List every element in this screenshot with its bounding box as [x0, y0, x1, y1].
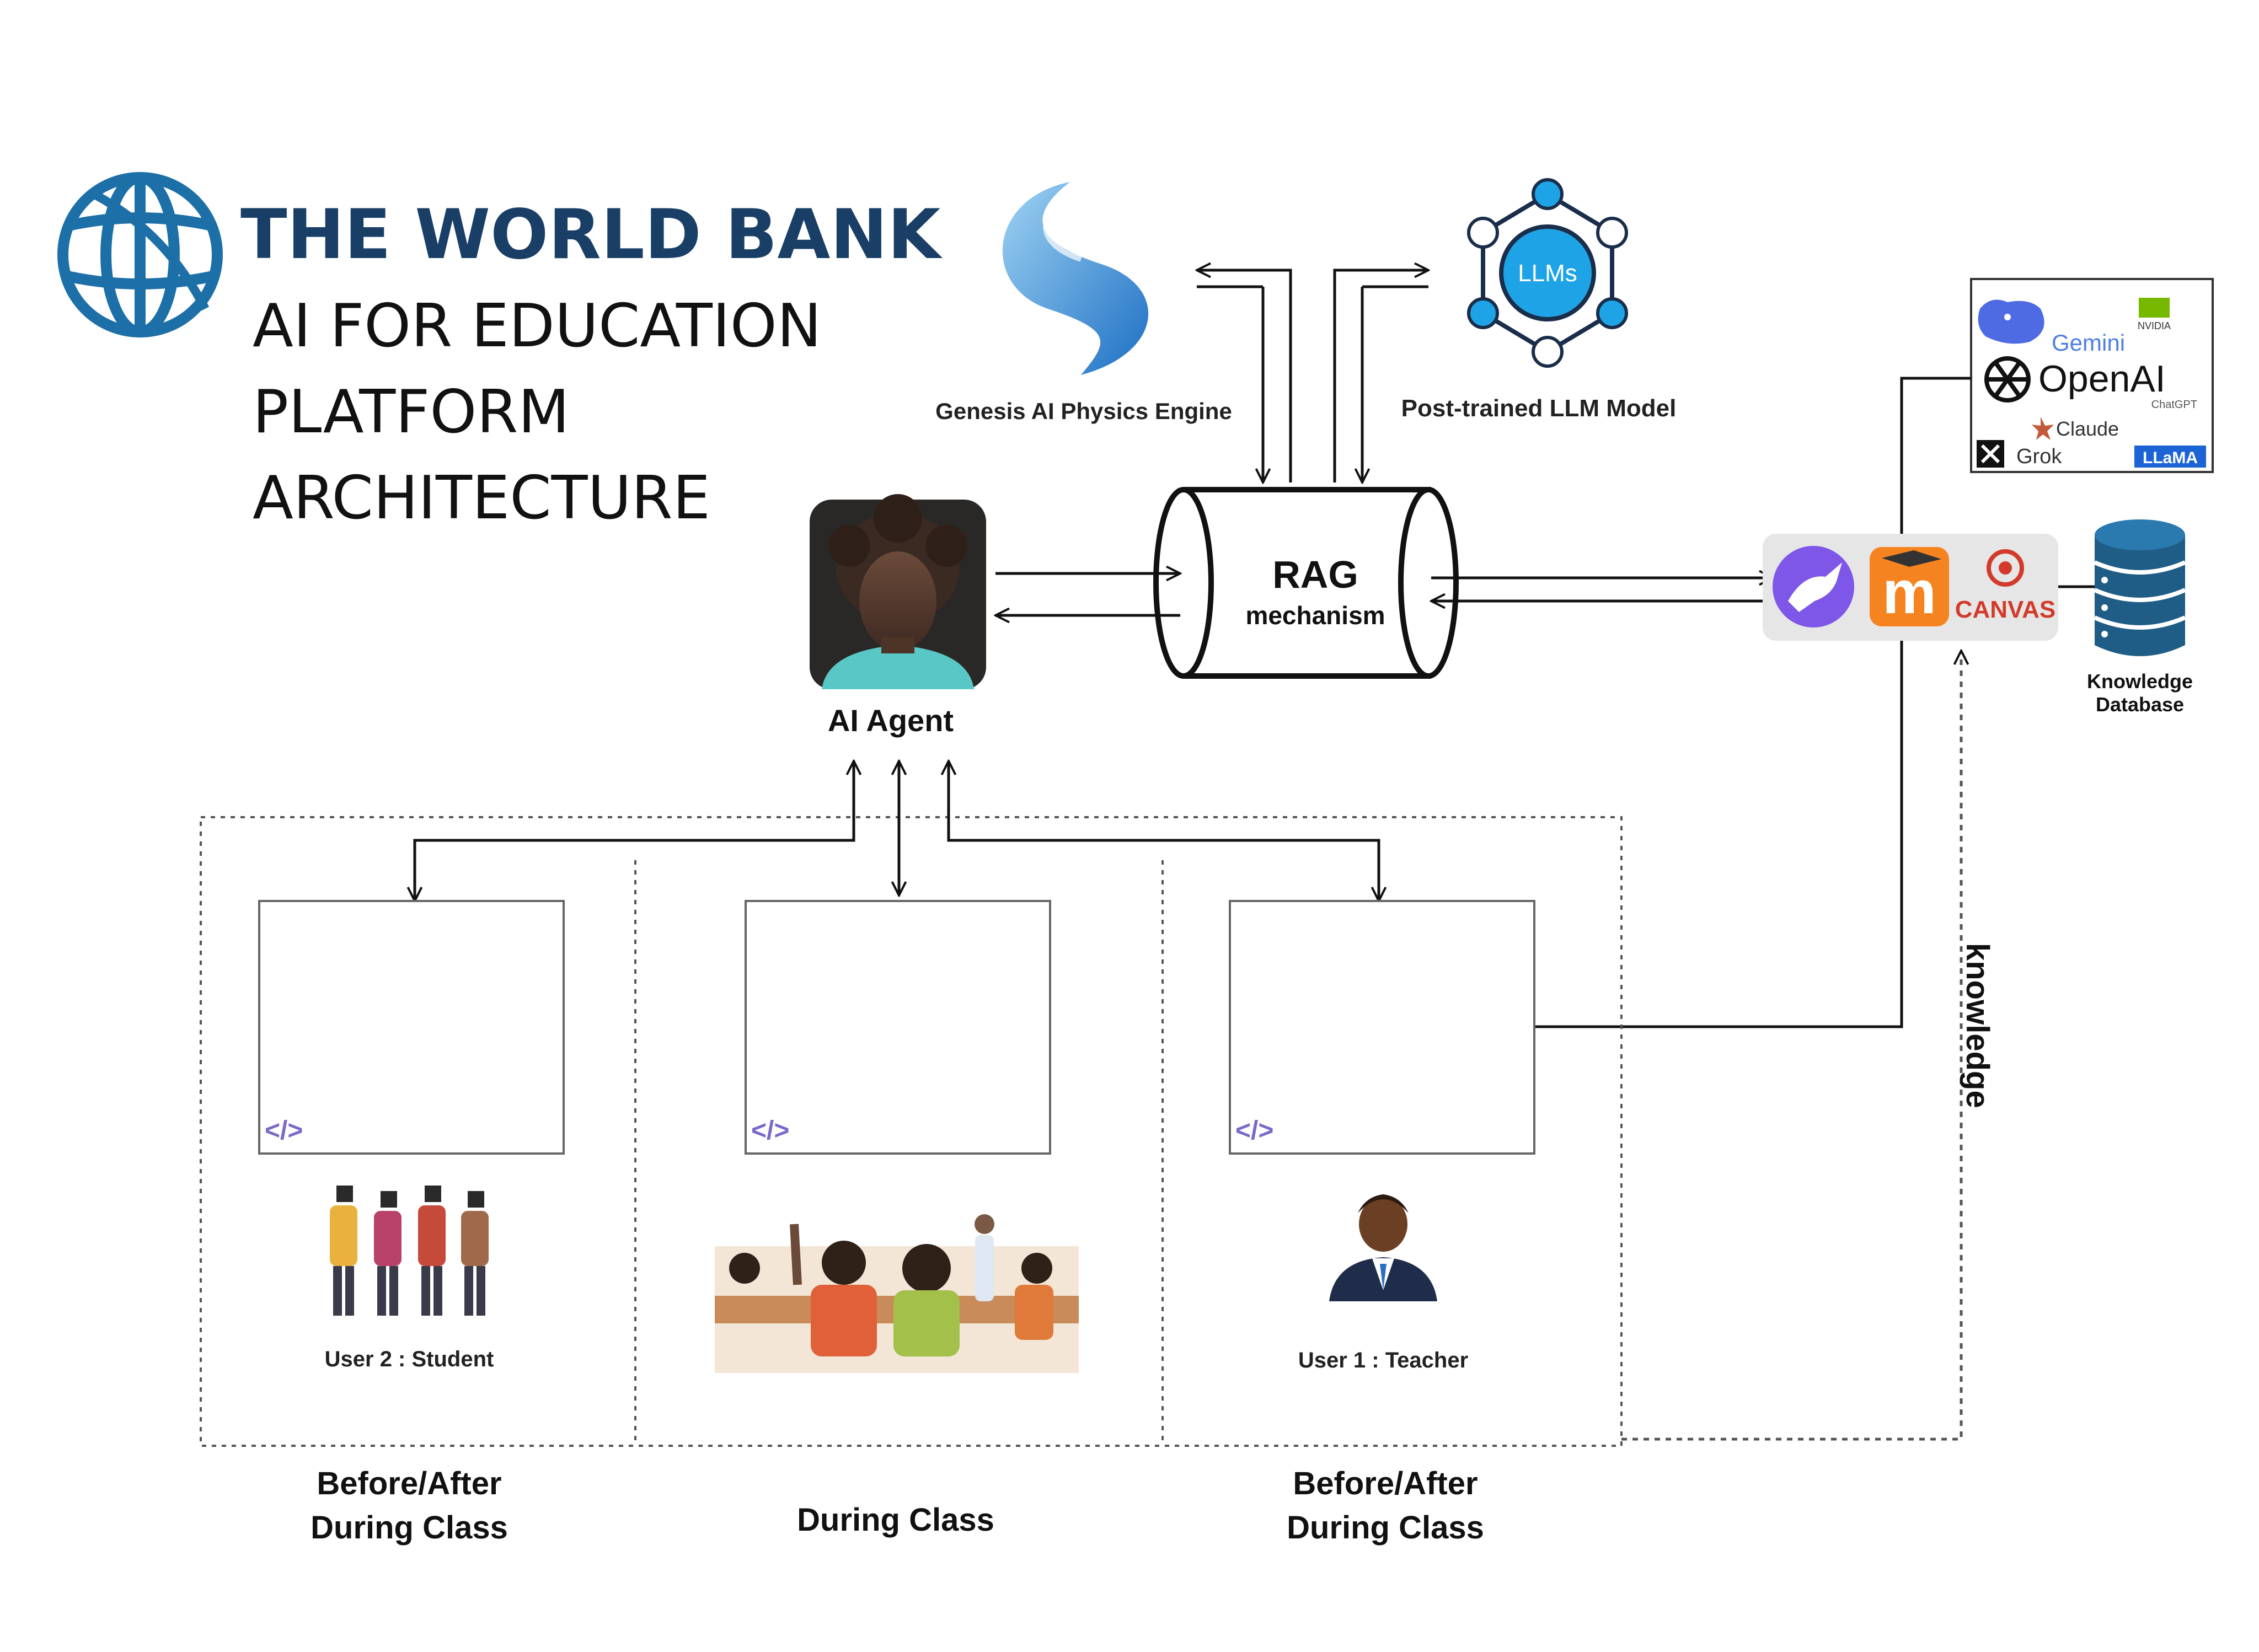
phase-label-2: During Class: [797, 1502, 994, 1538]
claude-icon: [2032, 417, 2054, 440]
student-panel[interactable]: </>: [258, 900, 565, 1155]
moodle-icon: m: [1870, 547, 1949, 626]
llm-network-icon: [1467, 178, 1628, 368]
nvidia-icon: [2139, 298, 2170, 318]
claude-label: Claude: [2056, 417, 2119, 440]
rag-mechanism-node: [1153, 487, 1459, 679]
phase-label-3-line1: Before/After: [1293, 1466, 1478, 1501]
llm-badge: LLMs: [1518, 260, 1577, 287]
code-icon: </>: [751, 1116, 789, 1145]
knowledge-flow-label: knowledge: [1960, 943, 1995, 1108]
llm-label: Post-trained LLM Model: [1401, 395, 1677, 422]
grok-label: Grok: [2016, 445, 2062, 468]
canvas-icon: [1987, 549, 2024, 587]
rag-title: RAG: [1272, 553, 1358, 596]
code-icon: </>: [1235, 1116, 1273, 1145]
nvidia-label: NVIDIA: [2138, 320, 2171, 331]
code-icon: </>: [265, 1116, 303, 1145]
student-label: User 2 : Student: [325, 1347, 494, 1371]
class-panel[interactable]: </>: [745, 900, 1051, 1155]
moodle-glyph: m: [1882, 559, 1936, 626]
teacher-avatar-icon: [1329, 1194, 1437, 1301]
ai-agent-avatar: [810, 494, 986, 689]
genesis-label: Genesis AI Physics Engine: [935, 398, 1232, 424]
agent-panel-arrows: [415, 761, 1379, 901]
deepseek-whale-icon: [1978, 299, 2044, 344]
usage-area-frame: [200, 816, 1623, 1447]
lms-platform-bar: m CANVAS: [1763, 534, 2058, 641]
database-icon: [2094, 519, 2186, 656]
phase-label-1-line2: During Class: [311, 1510, 508, 1546]
genesis-engine-icon: [1002, 182, 1149, 375]
teacher-panel[interactable]: </>: [1229, 900, 1535, 1155]
ai-agent-label: AI Agent: [828, 703, 954, 738]
teacher-label: User 1 : Teacher: [1298, 1348, 1468, 1372]
knowledge-db-label-line1: Knowledge: [2087, 670, 2193, 693]
subtitle-line-2: PLATFORM: [253, 378, 570, 447]
grok-x-icon: [1977, 440, 2004, 468]
ai-providers-panel: Gemini NVIDIA OpenAI ChatGPT Claude Grok…: [1970, 278, 2214, 473]
rag-subtitle: mechanism: [1245, 601, 1385, 630]
provider-connector: [1528, 377, 2096, 1028]
agent-rag-arrows: [995, 573, 1180, 615]
llama-label: LLaMA: [2143, 449, 2198, 467]
rag-lms-arrows: [1431, 578, 1773, 601]
globe-icon: [57, 172, 223, 337]
rag-top-arrows: [1197, 270, 1428, 482]
world-bank-logo: [57, 172, 223, 337]
rabbit-lms-icon: [1773, 546, 1854, 627]
knowledge-flow-line: [1621, 651, 1961, 1441]
classroom-illustration: [715, 1214, 1079, 1373]
students-illustration: [330, 1186, 489, 1316]
openai-label: OpenAI: [2038, 358, 2166, 400]
subtitle-line-3: ARCHITECTURE: [253, 464, 710, 533]
phase-label-3-line2: During Class: [1287, 1510, 1484, 1546]
subtitle-line-1: AI FOR EDUCATION: [253, 292, 822, 361]
gemini-label: Gemini: [2052, 330, 2125, 356]
knowledge-db-label-line2: Database: [2096, 693, 2184, 716]
chatgpt-label: ChatGPT: [2151, 399, 2197, 411]
canvas-label: CANVAS: [1955, 596, 2056, 623]
openai-icon: [1984, 356, 2031, 403]
org-name: THE WORLD BANK: [240, 195, 943, 275]
phase-label-1-line1: Before/After: [317, 1466, 501, 1501]
